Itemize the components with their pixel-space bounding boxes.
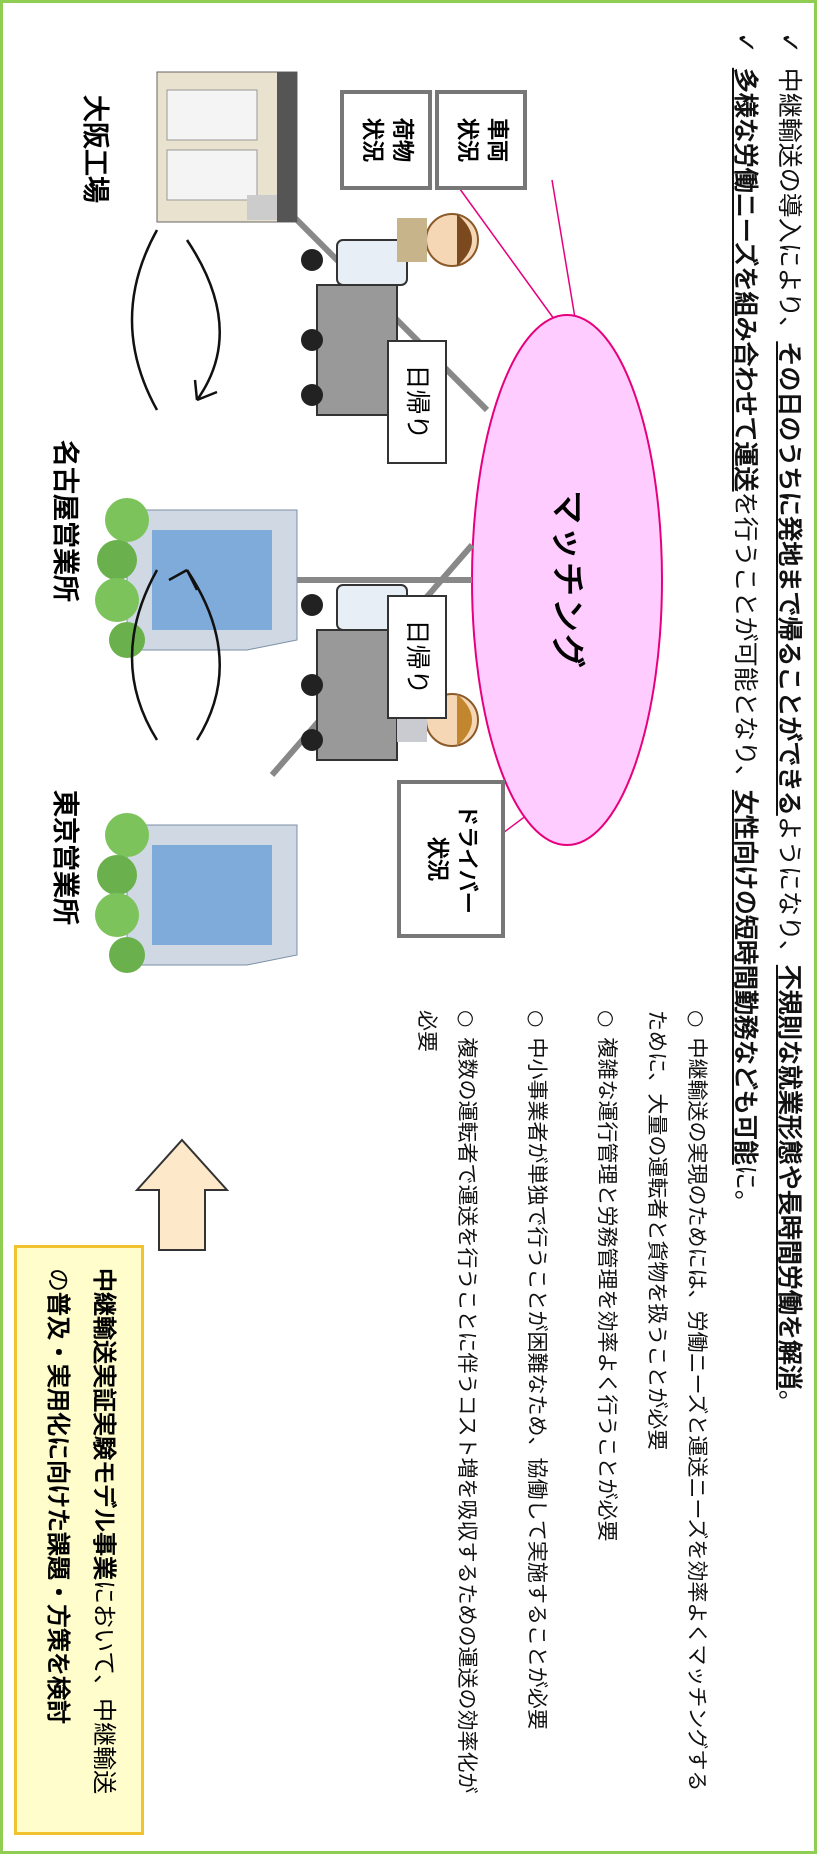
matching-label: マッチング (547, 490, 587, 670)
driver-avatar-icon (397, 213, 479, 267)
return-trip-arrow (130, 568, 221, 741)
vehicle-status-box: 車両 状況 (435, 90, 527, 190)
location-label-tokyo: 東京営業所 (49, 790, 80, 925)
office-building-icon (95, 813, 298, 973)
requirement-item: ○中継輸送の実現のためには、労働ニーズと運送ニーズを効率よくマッチングするために… (645, 1010, 709, 1792)
day-trip-label: 日帰り (387, 595, 447, 719)
location-label-nagoya: 名古屋営業所 (49, 440, 80, 602)
return-trip-arrow (130, 229, 221, 411)
factory-icon (156, 71, 298, 223)
truck-icon (301, 239, 408, 416)
requirement-item: ○中小事業者が単独で行うことが困難なため、協働して実施することが必要 (525, 1010, 549, 1730)
link-line (456, 184, 563, 331)
requirement-item: ○複雑な運行管理と労務管理を効率よく行うことが必要 (595, 1010, 619, 1542)
requirement-item: ○複数の運転者で運送を行うことに伴うコスト増を吸収するための運送の効率化が必要 (415, 1010, 479, 1794)
cargo-status-box: 荷物 状況 (340, 90, 432, 190)
link-line (551, 179, 578, 331)
location-label-osaka: 大阪工場 (79, 95, 110, 203)
office-building-icon (95, 498, 298, 658)
driver-status-box: ドライバー 状況 (397, 780, 505, 938)
day-trip-label: 日帰り (387, 340, 447, 464)
left-arrow-icon (134, 1138, 230, 1251)
conclusion-box: 中継輸送実証実験モデル事業において、中継輸送の普及・実用化に向けた課題・方策を検… (14, 1245, 144, 1835)
